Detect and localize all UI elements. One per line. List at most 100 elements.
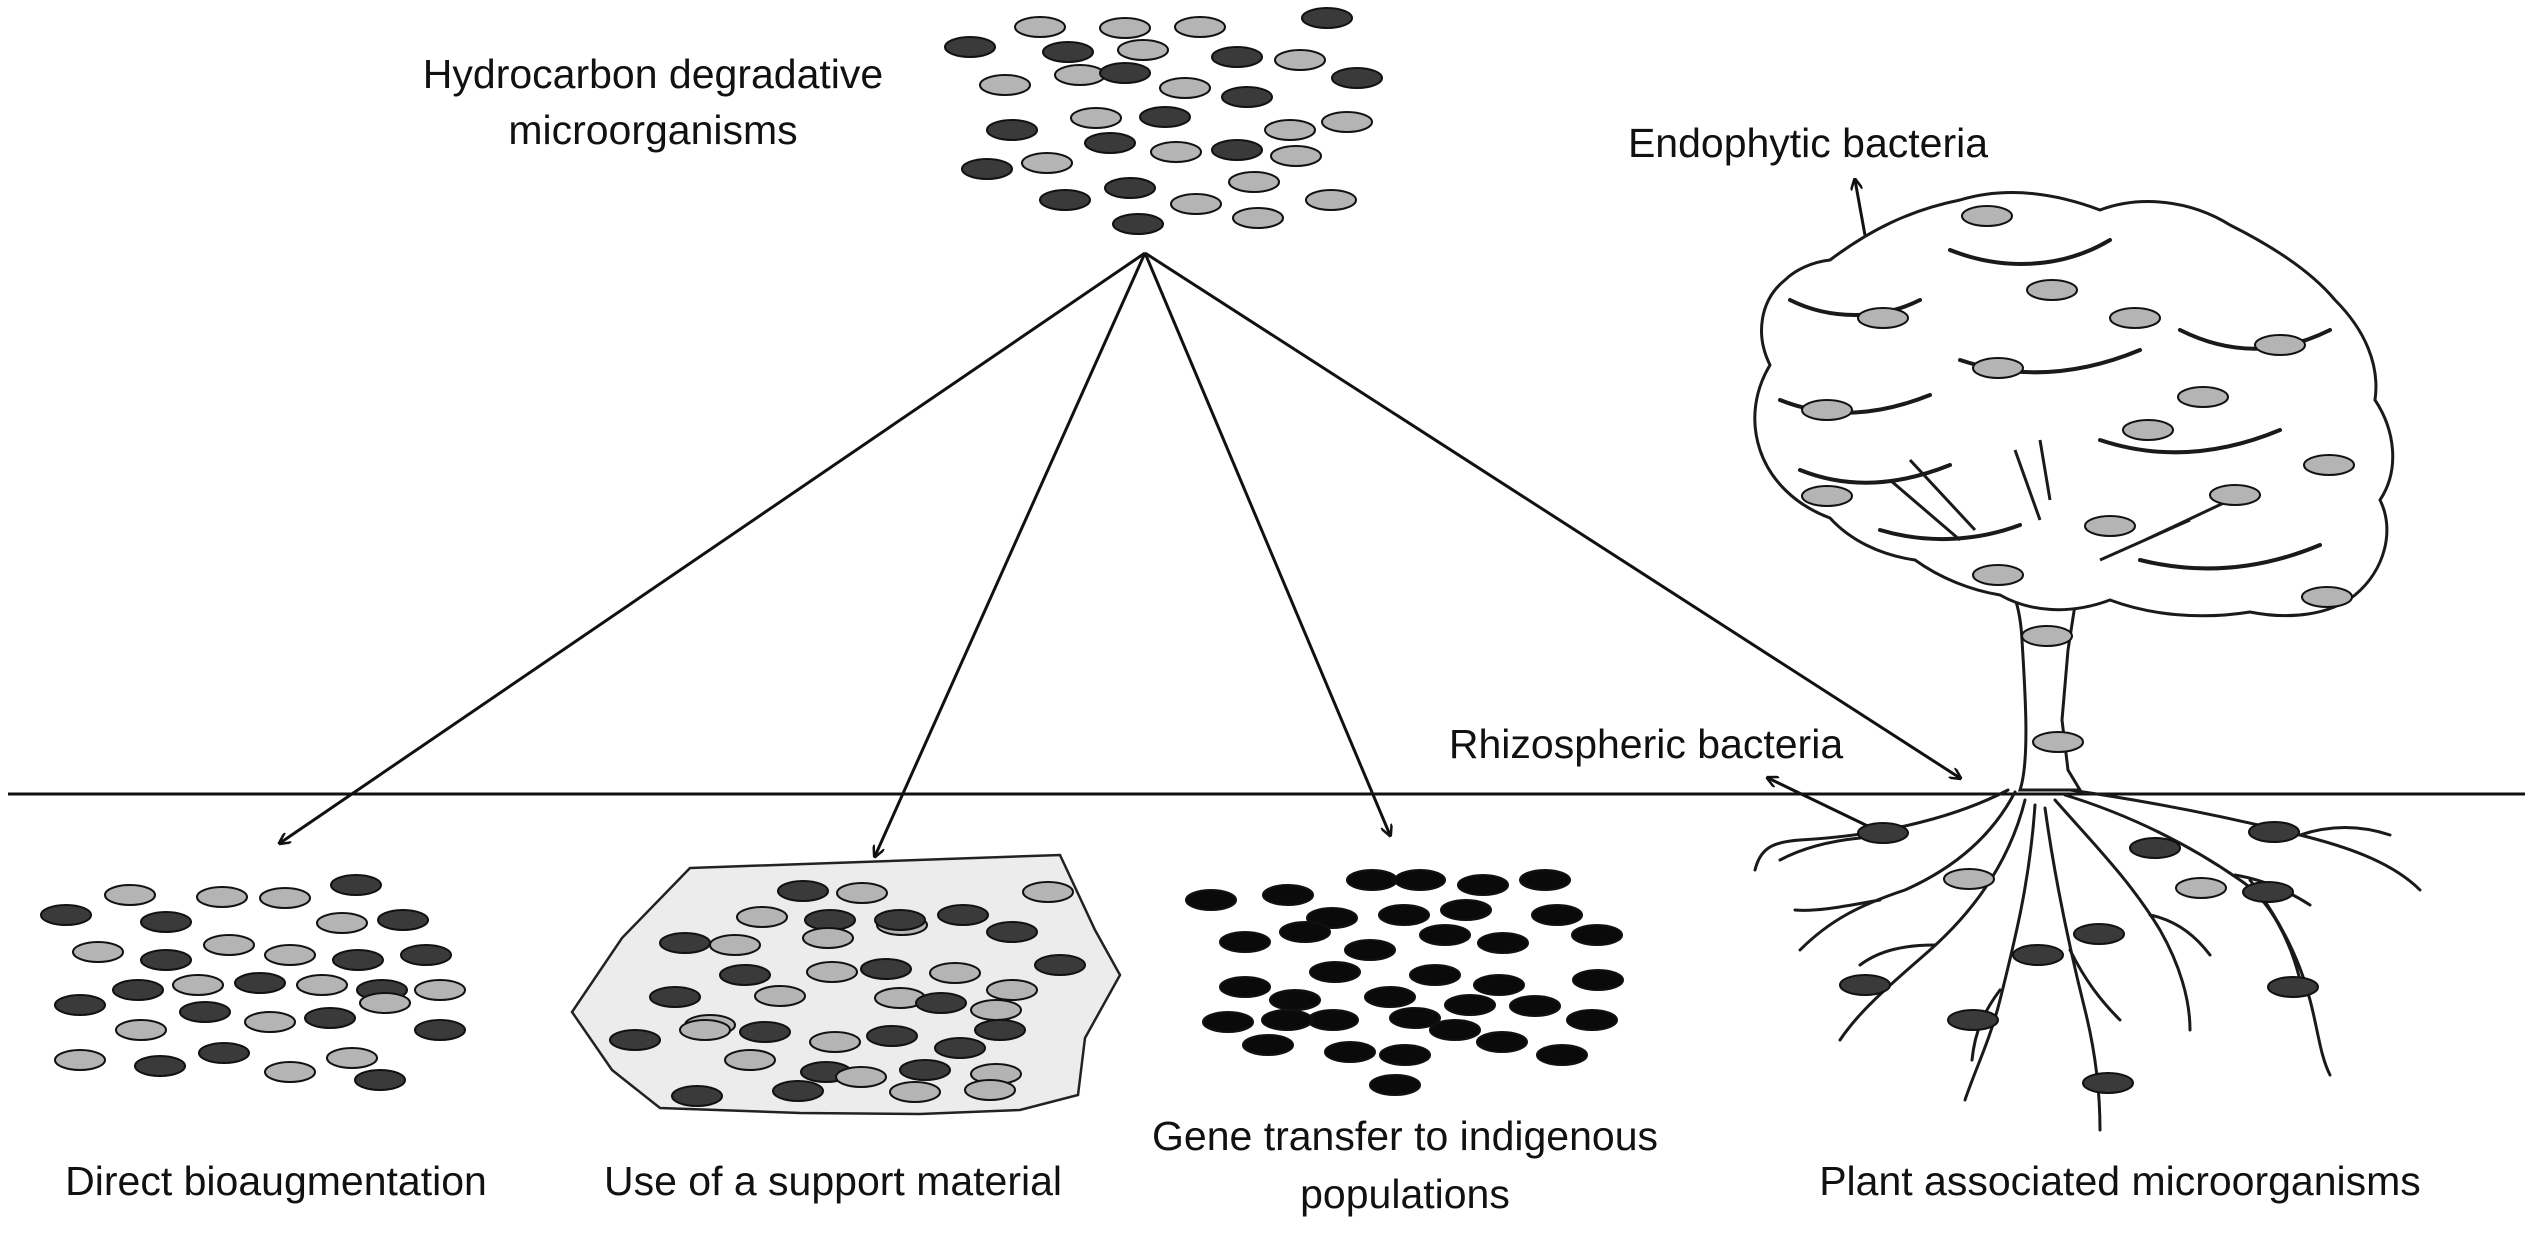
microorganism-cell [1139, 106, 1191, 128]
microorganism-cell [1531, 904, 1583, 926]
microorganism-cell [964, 1079, 1016, 1101]
microorganism-cell [1270, 145, 1322, 167]
microorganism-cell [1801, 485, 1853, 507]
plant-associated-label: Plant associated microorganisms [1819, 1158, 2421, 1204]
indigenous-population-cluster [1185, 869, 1624, 1096]
microorganism-cell [244, 1011, 296, 1033]
microorganism-cell [377, 909, 429, 931]
microorganism-cell [2021, 625, 2073, 647]
microorganism-cell [72, 941, 124, 963]
microorganism-cell [974, 1019, 1026, 1041]
microorganism-cell [179, 1001, 231, 1023]
microorganism-cell [889, 1081, 941, 1103]
microorganism-cell [1070, 107, 1122, 129]
microorganism-cell [332, 949, 384, 971]
microorganism-cell [1477, 932, 1529, 954]
microorganism-cell [264, 944, 316, 966]
microorganism-cell [140, 949, 192, 971]
microorganism-cell [1014, 16, 1066, 38]
microorganism-cell [1839, 974, 1891, 996]
microorganism-cell [1379, 1044, 1431, 1066]
microorganism-cell [1571, 924, 1623, 946]
microorganism-cell [1331, 67, 1383, 89]
microorganism-cell [609, 1029, 661, 1051]
microorganism-cell [203, 934, 255, 956]
microorganism-cell [2175, 877, 2227, 899]
microorganism-cell [961, 158, 1013, 180]
microorganism-cell [1857, 307, 1909, 329]
microorganism-cell [1378, 904, 1430, 926]
microorganism-cell [979, 74, 1031, 96]
direct-bioaugmentation-label: Direct bioaugmentation [65, 1158, 487, 1204]
microorganism-cell [234, 972, 286, 994]
direct-bioaugmentation-cluster [40, 874, 466, 1091]
microorganism-cell [2026, 279, 2078, 301]
microorganism-cell [400, 944, 452, 966]
tree-branches [1889, 439, 2231, 562]
microorganism-cell [172, 974, 224, 996]
microorganism-cell [659, 932, 711, 954]
microorganism-cell [2248, 821, 2300, 843]
microorganism-cell [1022, 881, 1074, 903]
microorganism-cell [1444, 994, 1496, 1016]
microorganism-cell [2109, 307, 2161, 329]
microorganism-cell [1150, 141, 1202, 163]
microorganism-cell [1536, 1044, 1588, 1066]
microorganism-cell [1972, 564, 2024, 586]
microorganism-cell [1394, 869, 1446, 891]
microorganism-cell [874, 909, 926, 931]
microorganism-cell [1324, 1041, 1376, 1063]
microorganism-cell [970, 999, 1022, 1021]
microorganism-cell [54, 1049, 106, 1071]
microorganism-cell [1301, 7, 1353, 29]
microorganism-cell [1857, 822, 1909, 844]
microorganism-cell [104, 884, 156, 906]
microorganism-cell [1309, 961, 1361, 983]
microorganism-cell [1232, 207, 1284, 229]
microorganism-cell [304, 1007, 356, 1029]
microorganism-cell [1221, 86, 1273, 108]
arrow-to-gene-transfer [1143, 252, 1390, 835]
microorganism-cell [1346, 869, 1398, 891]
microorganism-cell [2129, 837, 2181, 859]
microorganism-cell [1509, 995, 1561, 1017]
canopy-shading [1778, 238, 2332, 571]
microorganism-cell [140, 911, 192, 933]
microorganism-cell [198, 1042, 250, 1064]
microorganism-cell [1054, 64, 1106, 86]
microorganism-cell [1185, 889, 1237, 911]
microorganism-cell [2303, 454, 2355, 476]
microorganism-cell [1211, 46, 1263, 68]
microorganism-cell [2242, 881, 2294, 903]
microorganism-cell [899, 1059, 951, 1081]
microorganism-cell [2012, 944, 2064, 966]
microorganism-cell [1473, 974, 1525, 996]
microorganism-cell [330, 874, 382, 896]
microorganism-cell [1440, 899, 1492, 921]
microorganism-cell [1159, 77, 1211, 99]
arrow-to-support-material [875, 252, 1147, 856]
microorganism-cell [1117, 39, 1169, 61]
microorganism-cell [1211, 139, 1263, 161]
microorganism-cell [772, 1080, 824, 1102]
microorganism-cell [724, 1049, 776, 1071]
microorganism-cell [986, 979, 1038, 1001]
microorganism-cell [1943, 868, 1995, 890]
microorganism-cell [986, 119, 1038, 141]
microorganism-cell [944, 36, 996, 58]
rhizospheric-bacteria [1839, 821, 2319, 1094]
microorganism-cell [934, 1037, 986, 1059]
microorganism-cell [2073, 923, 2125, 945]
microorganism-cell [1429, 1019, 1481, 1041]
microorganism-cell [1409, 964, 1461, 986]
support-material-cluster [609, 880, 1086, 1107]
source-label-line2: microorganisms [508, 107, 797, 153]
microorganism-cell [1262, 884, 1314, 906]
microorganism-cell [1961, 205, 2013, 227]
microorganism-cell [1261, 1009, 1313, 1031]
microorganism-cell [1084, 132, 1136, 154]
microorganism-cell [1572, 969, 1624, 991]
microorganism-cell [2177, 386, 2229, 408]
microorganism-cell [2267, 976, 2319, 998]
microorganism-cell [354, 1069, 406, 1091]
